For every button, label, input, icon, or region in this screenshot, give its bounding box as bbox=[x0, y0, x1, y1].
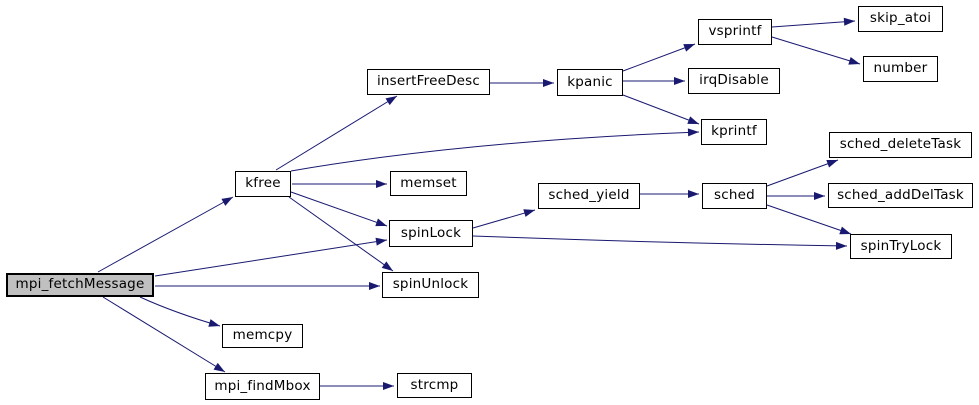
edge-sched-spinTryLock bbox=[766, 204, 852, 235]
arrowhead-mpi_findMbox-strcmp bbox=[383, 382, 394, 390]
arrowhead-sched_yield-sched bbox=[688, 190, 699, 198]
edge-kfree-spinLock bbox=[290, 191, 388, 227]
edge-kfree-spinUnlock bbox=[288, 196, 394, 272]
edge-sched-sched_deleteTask bbox=[766, 159, 839, 187]
edge-vsprintf-skip_atoi bbox=[771, 20, 856, 28]
edge-mpi_fetchMessage-spinLock bbox=[154, 239, 388, 277]
edge-mpi_fetchMessage-kfree bbox=[97, 196, 234, 273]
edge-vsprintf-number bbox=[771, 36, 861, 65]
node-kpanic[interactable]: kpanic bbox=[557, 69, 623, 96]
arrowhead-spinLock-sched_yield bbox=[523, 209, 535, 217]
node-sched_yield[interactable]: sched_yield bbox=[538, 183, 640, 209]
arrowhead-kfree-insertFreeDesc bbox=[385, 96, 397, 106]
node-number[interactable]: number bbox=[863, 56, 938, 82]
node-spinLock[interactable]: spinLock bbox=[389, 220, 473, 247]
node-kprintf[interactable]: kprintf bbox=[701, 119, 767, 145]
node-memcpy[interactable]: memcpy bbox=[222, 324, 303, 348]
arrowhead-kfree-kprintf bbox=[687, 128, 699, 137]
arrowhead-vsprintf-number bbox=[848, 56, 860, 65]
edge-spinLock-spinTryLock bbox=[472, 235, 848, 247]
arrowhead-mpi_fetchMessage-mpi_findMbox bbox=[213, 362, 225, 372]
edge-mpi_fetchMessage-mpi_findMbox bbox=[102, 296, 226, 373]
edge-kfree-insertFreeDesc bbox=[275, 95, 398, 171]
edge-kpanic-vsprintf bbox=[622, 43, 696, 72]
arrowhead-mpi_fetchMessage-spinUnlock bbox=[369, 282, 380, 290]
node-spinUnlock[interactable]: spinUnlock bbox=[382, 272, 479, 298]
node-mpi_findMbox[interactable]: mpi_findMbox bbox=[205, 373, 320, 400]
edge-kfree-kprintf bbox=[290, 131, 700, 172]
node-sched_addDelTask[interactable]: sched_addDelTask bbox=[828, 183, 973, 208]
node-strcmp[interactable]: strcmp bbox=[397, 373, 472, 398]
node-insertFreeDesc[interactable]: insertFreeDesc bbox=[367, 69, 490, 95]
arrowhead-kfree-memset bbox=[376, 180, 387, 188]
edge-mpi_fetchMessage-memcpy bbox=[139, 296, 221, 327]
arrowhead-sched-sched_addDelTask bbox=[814, 192, 825, 200]
arrowhead-kfree-spinUnlock bbox=[381, 261, 393, 271]
node-skip_atoi[interactable]: skip_atoi bbox=[858, 6, 943, 32]
arrowhead-spinLock-spinTryLock bbox=[835, 241, 847, 250]
node-irqDisable[interactable]: irqDisable bbox=[688, 68, 780, 94]
arrowhead-kpanic-irqDisable bbox=[674, 77, 685, 85]
node-memset[interactable]: memset bbox=[390, 171, 467, 196]
arrowhead-mpi_fetchMessage-kfree bbox=[221, 197, 233, 206]
arrowhead-mpi_fetchMessage-memcpy bbox=[208, 319, 220, 327]
node-sched_deleteTask[interactable]: sched_deleteTask bbox=[829, 132, 972, 158]
arrowhead-kfree-spinLock bbox=[375, 218, 387, 227]
arrowhead-insertFreeDesc-kpanic bbox=[543, 79, 554, 87]
node-vsprintf[interactable]: vsprintf bbox=[698, 19, 772, 45]
arrowhead-sched-spinTryLock bbox=[839, 226, 851, 235]
arrowhead-vsprintf-skip_atoi bbox=[843, 17, 855, 26]
arrowhead-mpi_fetchMessage-spinLock bbox=[375, 237, 387, 246]
arrowhead-kpanic-kprintf bbox=[687, 116, 699, 124]
node-kfree[interactable]: kfree bbox=[235, 171, 291, 197]
node-sched[interactable]: sched bbox=[702, 183, 767, 209]
arrowhead-sched-sched_deleteTask bbox=[826, 160, 838, 168]
node-spinTryLock[interactable]: spinTryLock bbox=[850, 234, 952, 259]
edge-kpanic-kprintf bbox=[622, 94, 700, 125]
node-mpi_fetchMessage: mpi_fetchMessage bbox=[6, 273, 154, 297]
arrowhead-kpanic-vsprintf bbox=[683, 44, 695, 52]
